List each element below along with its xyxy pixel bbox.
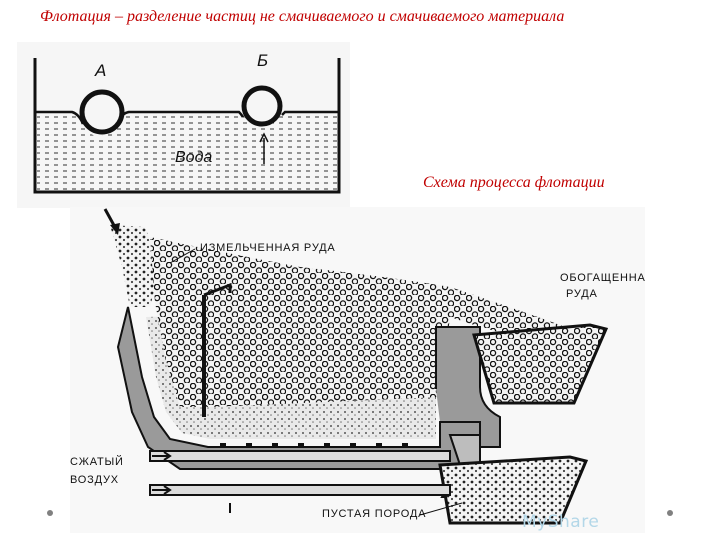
label-b: Б — [257, 51, 268, 70]
waste-trough — [438, 455, 589, 525]
air-pipe-lower — [149, 484, 451, 496]
ore-stream — [110, 225, 160, 307]
label-a: А — [94, 61, 106, 80]
flotation-process-figure: ИЗМЕЛЬЧЕННАЯ РУДА ОБОГАЩЕННАЯ РУДА СЖАТЫ… — [70, 207, 654, 533]
particle-a — [79, 89, 125, 135]
particle-b — [241, 85, 283, 127]
watermark-logo: MyShare — [522, 512, 600, 532]
label-waste-rock: ПУСТАЯ ПОРОДА — [322, 508, 426, 520]
slide-title: Флотация – разделение частиц не смачивае… — [40, 8, 565, 25]
froth — [150, 237, 590, 407]
figure-caption: Схема процесса флотации — [423, 174, 605, 191]
label-crushed-ore: ИЗМЕЛЬЧЕННАЯ РУДА — [200, 242, 336, 254]
label-air-1: СЖАТЫЙ — [70, 455, 124, 468]
nav-dot-right[interactable] — [667, 510, 673, 516]
air-pipe-upper — [149, 450, 451, 462]
label-water: Вода — [175, 149, 212, 166]
nav-dot-left[interactable] — [47, 510, 53, 516]
particle-wetting-figure: А Б Вода — [17, 42, 350, 208]
label-air-2: ВОЗДУХ — [70, 474, 119, 486]
label-enriched-ore-1: ОБОГАЩЕННАЯ — [560, 272, 645, 284]
label-enriched-ore-2: РУДА — [566, 288, 598, 300]
enriched-trough — [472, 323, 609, 405]
